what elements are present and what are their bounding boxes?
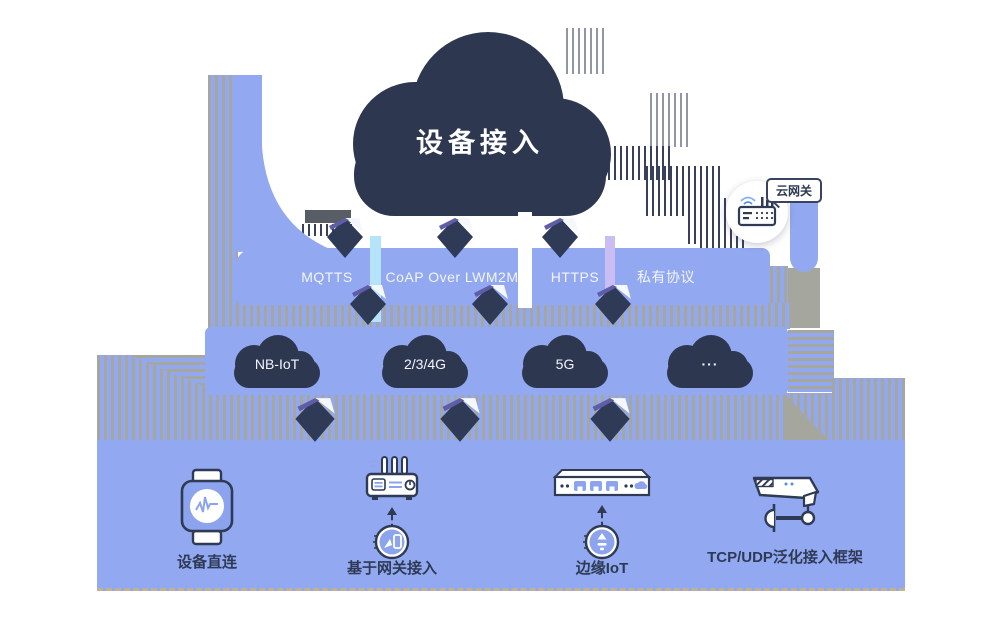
slit-cyan (370, 236, 381, 322)
device-label-tcp-udp: TCP/UDP泛化接入框架 (707, 549, 863, 566)
down-arrow-icon (542, 218, 578, 258)
hatch-block-right-h (788, 330, 834, 392)
up-arrow-icon (597, 505, 607, 513)
down-arrow-icon (472, 285, 508, 325)
top-cloud-title: 设备接入 (416, 127, 544, 158)
dark-bar (305, 210, 351, 223)
cloud-gateway-bubble: 云网关 (766, 178, 822, 203)
cloud-shape (353, 32, 611, 216)
dashed-connector (391, 515, 393, 529)
network-cloud-more: ··· (655, 332, 765, 390)
left-pipe-stripes (208, 75, 238, 305)
up-arrow-icon (387, 507, 397, 515)
data-stream-hatch (566, 28, 604, 74)
network-cloud-label: ··· (701, 356, 719, 372)
top-cloud: 设备接入 (340, 26, 620, 226)
down-arrow-icon (595, 285, 631, 325)
down-arrow-icon (437, 218, 473, 258)
smartwatch-icon (180, 468, 234, 546)
network-cloud-cellular: 2/3/4G (370, 332, 480, 390)
data-stream-hatch (650, 93, 688, 147)
protocol-label-mqtts: MQTTS (301, 268, 353, 285)
edge-iot-badge (583, 524, 620, 560)
slit-lavender (605, 236, 615, 302)
device-label-gateway-access: 基于网关接入 (346, 560, 438, 577)
edge-switch-icon (553, 469, 651, 497)
protocol-label-private: 私有协议 (637, 268, 695, 285)
network-cloud-nbiot: NB-IoT (222, 332, 332, 390)
cloud-gateway-router-icon (737, 196, 777, 227)
down-arrow-icon (295, 398, 335, 442)
network-cloud-label: 5G (555, 356, 575, 372)
network-cloud-label: NB-IoT (254, 356, 300, 372)
gateway-access-badge (373, 524, 410, 560)
network-cloud-5g: 5G (510, 332, 620, 390)
protocol-label-coap: CoAP Over LWM2M (385, 268, 519, 285)
down-arrow-icon (327, 218, 363, 258)
down-arrow-icon (440, 398, 480, 442)
protocol-labels: MQTTS CoAP Over LWM2M HTTPS 私有协议 (235, 248, 770, 305)
gray-block-right (788, 268, 820, 328)
gateway-router-icon (365, 456, 419, 500)
cloud-gateway-label: 云网关 (775, 184, 812, 198)
device-label-edge-iot: 边缘IoT (575, 560, 629, 577)
down-arrow-icon (350, 285, 386, 325)
dashed-connector (601, 513, 603, 527)
network-cloud-label: 2/3/4G (403, 356, 447, 372)
device-label-direct-connect: 设备直连 (176, 554, 238, 571)
slit-white (518, 212, 532, 308)
down-arrow-icon (590, 398, 630, 442)
hatch-strip-bottom (97, 393, 905, 440)
ip-camera-icon (752, 476, 820, 532)
protocol-label-https: HTTPS (550, 268, 600, 285)
protocol-layer-band (235, 248, 770, 305)
